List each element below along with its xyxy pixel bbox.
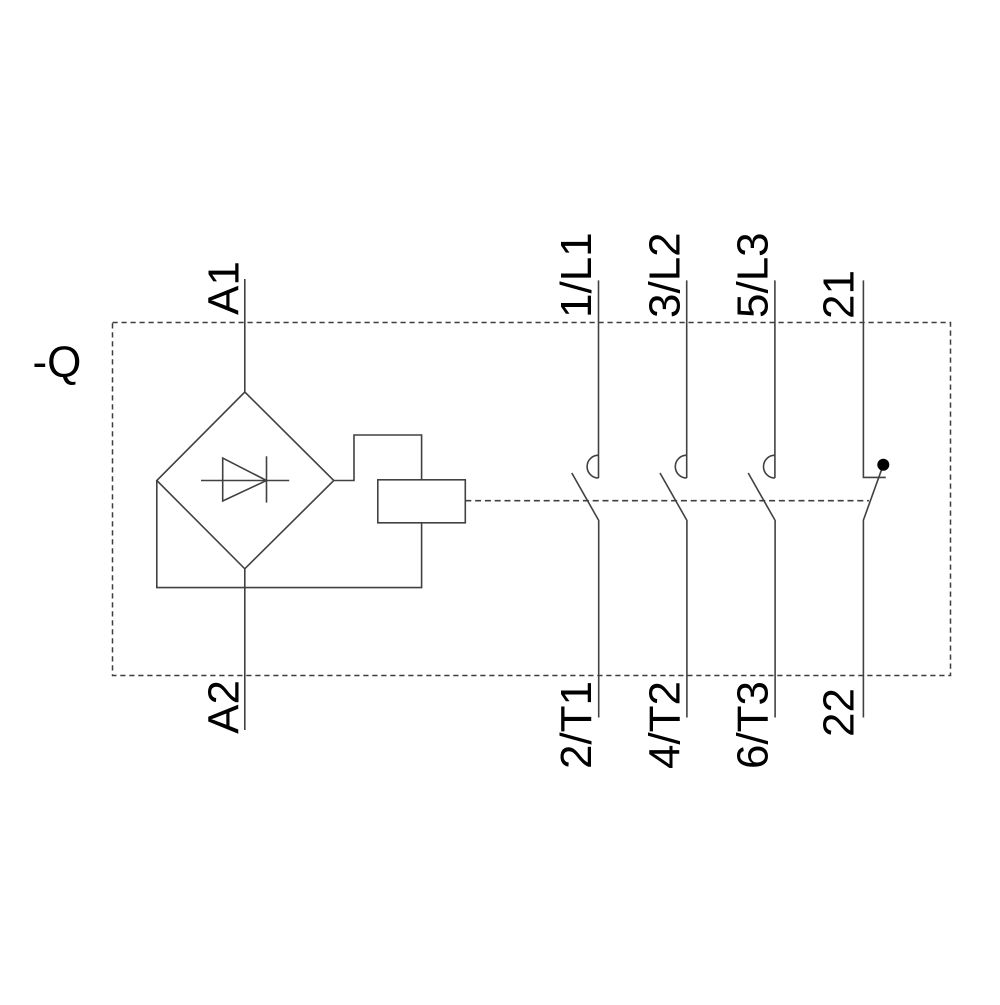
svg-text:A1: A1 <box>200 261 249 315</box>
svg-text:4/T2: 4/T2 <box>641 681 690 769</box>
svg-text:A2: A2 <box>200 680 249 734</box>
svg-text:1/L1: 1/L1 <box>552 232 601 318</box>
svg-text:5/L3: 5/L3 <box>729 232 778 318</box>
svg-text:21: 21 <box>815 270 864 319</box>
svg-text:2/T1: 2/T1 <box>552 681 601 769</box>
svg-text:3/L2: 3/L2 <box>641 232 690 318</box>
svg-text:22: 22 <box>815 688 864 737</box>
svg-text:6/T3: 6/T3 <box>729 681 778 769</box>
svg-text:-Q: -Q <box>33 338 82 387</box>
